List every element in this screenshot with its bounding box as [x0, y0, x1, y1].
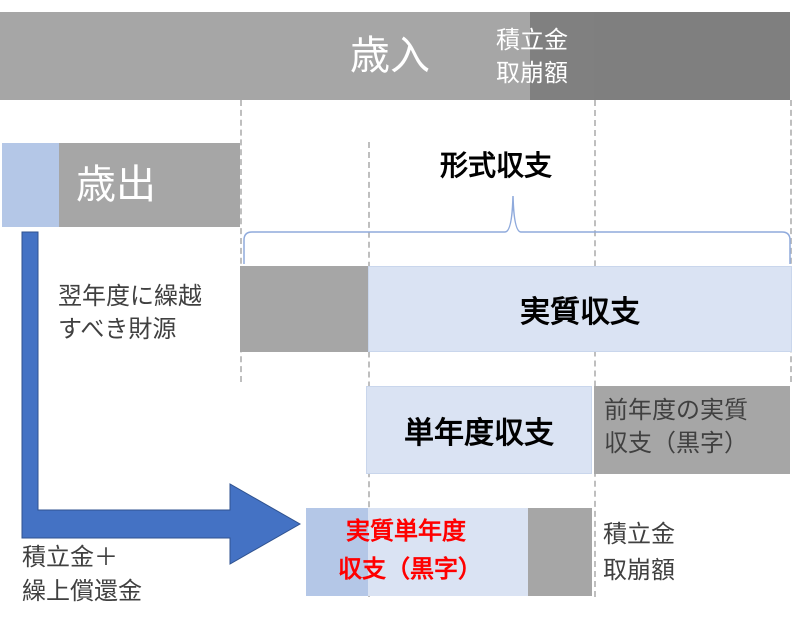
guide-line-2	[368, 142, 370, 597]
expenditure-left-segment	[2, 143, 59, 227]
real-single-year-blue-segment	[306, 508, 368, 596]
expenditure-bar	[59, 143, 240, 227]
revenue-bar	[0, 12, 530, 100]
real-balance-bar: 実質収支	[368, 266, 792, 352]
real-single-year-line2: 収支（黒字）	[338, 555, 482, 583]
single-year-balance-bar: 単年度収支	[366, 386, 592, 474]
single-year-balance-label: 単年度収支	[404, 416, 554, 451]
revenue-reserve-line1: 積立金	[496, 26, 568, 54]
revenue-reserve-line2: 取崩額	[496, 59, 568, 87]
revenue-label: 歳入	[350, 33, 430, 79]
reserve-withdrawal-line2: 取崩額	[603, 556, 675, 584]
flow-arrow	[21, 231, 302, 565]
carryover-line1: 翌年度に繰越	[58, 282, 202, 310]
real-single-year-label: 実質単年度 収支（黒字）	[338, 512, 482, 588]
prev-year-line1: 前年度の実質	[604, 396, 748, 424]
formal-balance-brace	[243, 195, 791, 264]
prev-year-line2: 収支（黒字）	[604, 429, 748, 457]
guide-line-1	[240, 100, 242, 382]
carryover-label: 翌年度に繰越 すべき財源	[58, 280, 202, 346]
carryover-block	[240, 266, 368, 352]
reserve-withdrawal-segment	[530, 12, 594, 100]
real-single-year-bar	[368, 508, 528, 596]
formal-balance-label: 形式収支	[440, 149, 553, 182]
carryover-line2: すべき財源	[58, 315, 177, 343]
expenditure-label: 歳出	[76, 162, 156, 208]
guide-line-4	[790, 100, 792, 382]
reserve-plus-line2: 繰上償還金	[22, 577, 142, 605]
reserve-plus-label: 積立金＋ 繰上償還金	[22, 540, 142, 608]
real-single-year-grey-segment	[528, 508, 592, 596]
real-balance-label: 実質収支	[520, 295, 640, 330]
real-single-year-line1: 実質単年度	[346, 517, 466, 545]
reserve-plus-line1: 積立金＋	[22, 543, 118, 571]
reserve-withdrawal-label: 積立金 取崩額	[603, 516, 675, 588]
reserve-withdrawal-line1: 積立金	[603, 520, 675, 548]
prev-year-balance-bar: 前年度の実質 収支（黒字）	[594, 386, 790, 474]
revenue-reserve-label: 積立金 取崩額	[496, 24, 568, 90]
revenue-right-segment	[594, 12, 790, 100]
